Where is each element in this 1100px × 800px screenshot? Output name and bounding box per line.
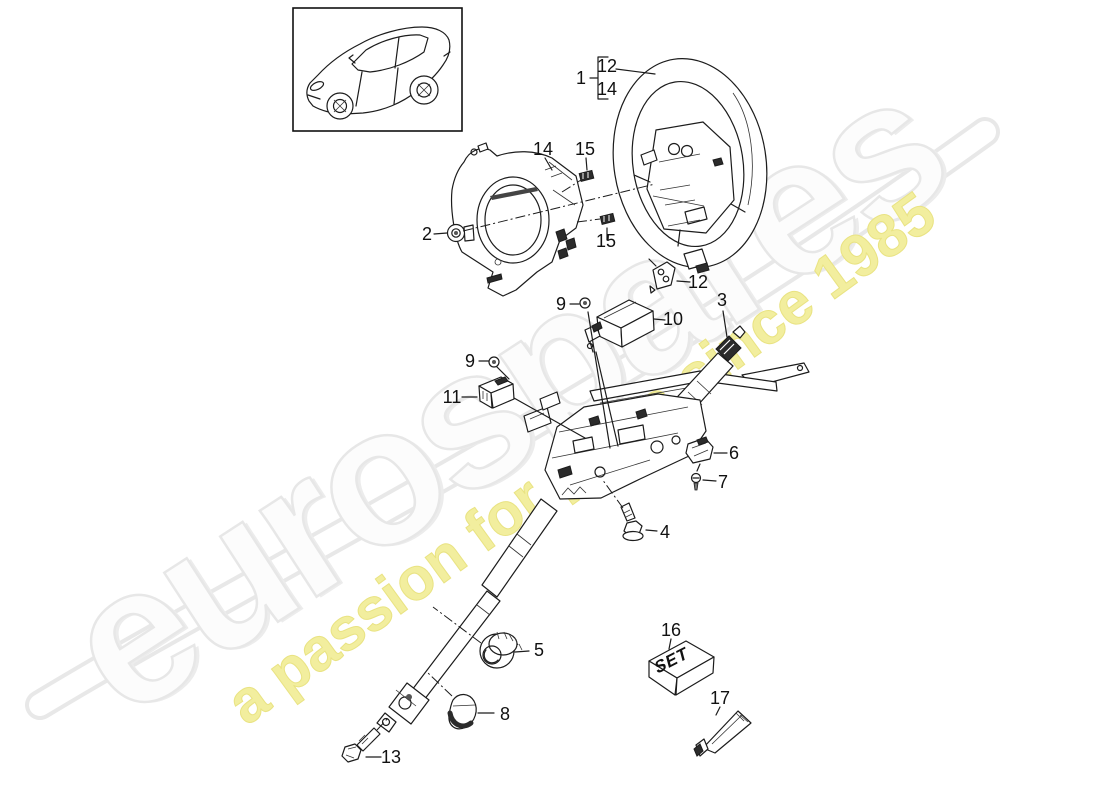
callout-15a: 15 bbox=[575, 139, 595, 159]
callout-9a: 9 bbox=[556, 294, 566, 314]
leader-lines bbox=[365, 56, 728, 758]
callout-8: 8 bbox=[500, 704, 510, 724]
bolt-4-drawing bbox=[620, 502, 644, 542]
panamera-thumbnail-box bbox=[292, 7, 463, 132]
callout-12b: 12 bbox=[688, 272, 708, 292]
steering-column-drawing bbox=[376, 325, 810, 733]
boot-8-drawing bbox=[447, 693, 477, 730]
callout-14a: 14 bbox=[597, 79, 617, 99]
sensor-6-drawing bbox=[685, 436, 714, 464]
callout-13: 13 bbox=[381, 747, 401, 767]
screw-9-upper bbox=[579, 297, 591, 309]
callout-1: 1 bbox=[576, 68, 586, 88]
callout-4: 4 bbox=[660, 522, 670, 542]
callout-10: 10 bbox=[663, 309, 683, 329]
callout-15b: 15 bbox=[596, 231, 616, 251]
steering-column-switch-housing bbox=[450, 142, 584, 297]
grub-screw-15-upper bbox=[578, 169, 595, 182]
callout-17: 17 bbox=[710, 688, 730, 708]
grommet-5-drawing bbox=[479, 631, 523, 669]
screw-9-lower bbox=[488, 356, 500, 368]
screw-7-drawing bbox=[690, 472, 702, 491]
callout-12a: 12 bbox=[597, 56, 617, 76]
callout-9b: 9 bbox=[465, 351, 475, 371]
callout-7: 7 bbox=[718, 472, 728, 492]
screw-2-drawing bbox=[446, 223, 475, 243]
callout-3: 3 bbox=[717, 290, 727, 310]
adhesive-tube-drawing bbox=[693, 710, 752, 757]
set-box-drawing: SET bbox=[648, 640, 715, 696]
control-module-10-drawing bbox=[584, 299, 655, 353]
module-11-drawing bbox=[478, 376, 515, 409]
callout-11: 11 bbox=[443, 387, 462, 407]
callout-2: 2 bbox=[422, 224, 432, 244]
steering-wheel-drawing bbox=[612, 58, 768, 274]
callout-6: 6 bbox=[729, 443, 739, 463]
center-lines bbox=[376, 179, 656, 731]
grub-screw-15-lower bbox=[599, 212, 616, 225]
callout-5: 5 bbox=[534, 640, 544, 660]
porsche-panamera-line-drawing-icon bbox=[306, 26, 451, 120]
bolt-13-drawing bbox=[341, 727, 381, 763]
callout-16: 16 bbox=[661, 620, 681, 640]
callout-14b: 14 bbox=[533, 139, 553, 159]
contact-unit-12-drawing bbox=[648, 258, 676, 294]
